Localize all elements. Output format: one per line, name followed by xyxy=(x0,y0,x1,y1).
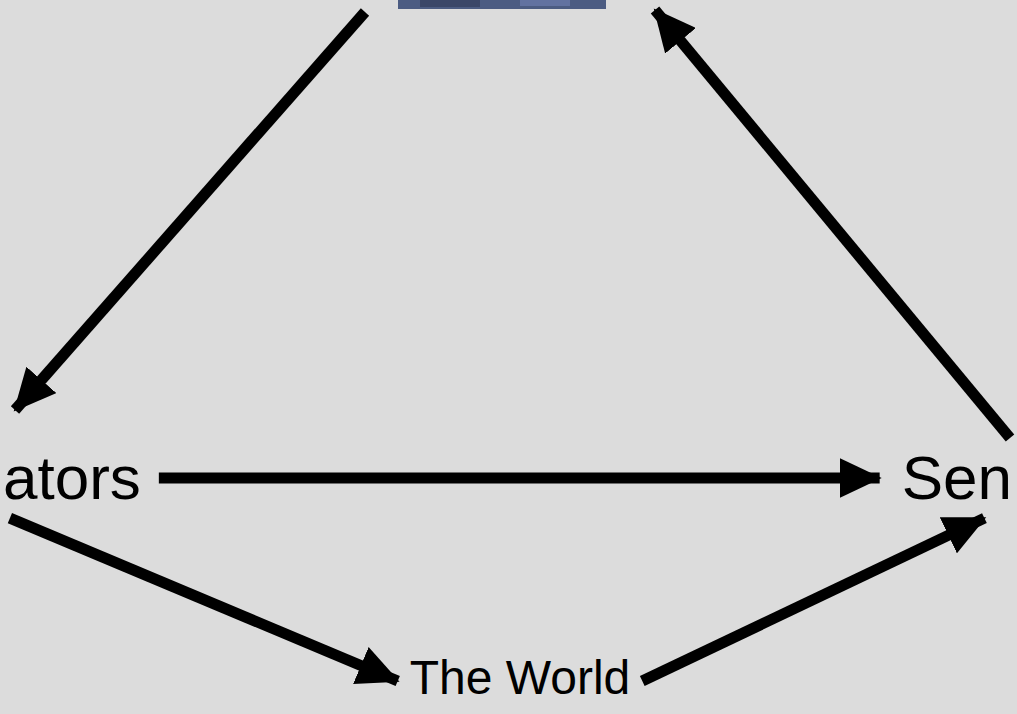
node-text: The World xyxy=(410,652,631,705)
photo-shade xyxy=(420,0,480,7)
arrow-connector xyxy=(159,473,880,484)
arrow-line xyxy=(15,12,365,410)
node-label: The World xyxy=(410,652,631,705)
node-text: ators xyxy=(3,444,141,512)
photo-fragment xyxy=(398,0,606,9)
arrow-connector xyxy=(642,518,984,681)
node-label: Sen xyxy=(902,444,1012,512)
arrow-line xyxy=(655,10,1010,438)
node-text: Sen xyxy=(902,444,1012,512)
node-label: ators xyxy=(3,444,141,512)
arrow-connector xyxy=(10,518,398,681)
photo-shade xyxy=(520,0,570,6)
